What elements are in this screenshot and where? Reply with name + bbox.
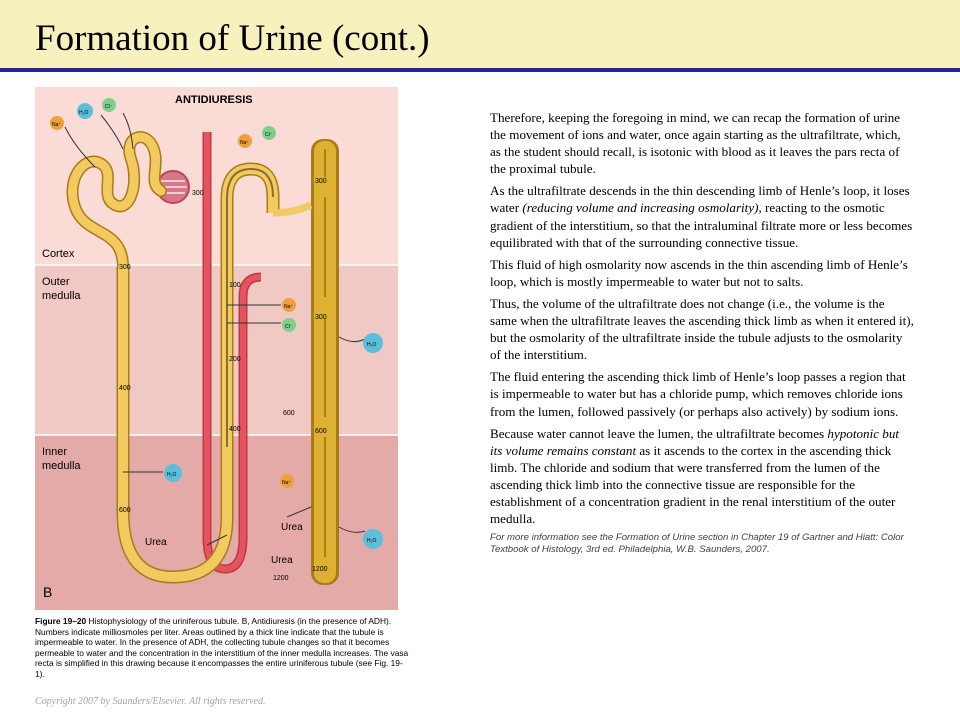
water-label: H₂O [79, 110, 89, 116]
connecting-tubule [272, 201, 313, 217]
osmolarity-label: 600 [119, 507, 131, 514]
paragraph-text: As the ultrafiltrate descends in the thi… [490, 183, 910, 216]
cortex-label: Cortex [42, 248, 75, 260]
thick-limb-border [226, 167, 274, 447]
reabsorption-arrow [100, 114, 124, 150]
proximal-tubule [68, 132, 166, 272]
sodium-ion-icon [280, 474, 294, 488]
water-arrow [338, 336, 366, 343]
reabsorption-arrow [64, 126, 96, 168]
water-molecule-icon [363, 529, 383, 549]
water-molecule-icon [363, 333, 383, 353]
chloride-ion-label: Cl⁻ [285, 324, 293, 330]
outer-medulla-zone [35, 265, 398, 435]
inner-medulla-zone [35, 435, 398, 610]
inner-medulla-label-2: medulla [42, 460, 81, 472]
urea-label: Urea [281, 522, 303, 533]
water-label: H₂O [167, 472, 177, 478]
sodium-ion-icon [238, 134, 252, 148]
osmolarity-label: 1200 [273, 575, 289, 582]
urea-label: Urea [145, 537, 167, 548]
osmolarity-label: 300 [315, 178, 327, 185]
title-bar: Formation of Urine (cont.) [0, 0, 960, 72]
osmolarity-label: 300 [315, 314, 327, 321]
slide-title: Formation of Urine (cont.) [35, 18, 430, 59]
chloride-ion-label: Cl⁻ [265, 132, 273, 138]
paragraph: As the ultrafiltrate descends in the thi… [490, 182, 914, 250]
copyright-notice: Copyright 2007 by Saunders/Elsevier. All… [35, 696, 266, 707]
paragraph: The fluid entering the ascending thick l… [490, 369, 906, 419]
tubule-diagram: ANTIDIURESIS Cortex Outer medulla Inner … [35, 87, 398, 610]
urea-arrow [286, 506, 312, 518]
osmolarity-label: 300 [192, 190, 204, 197]
sodium-ion-label: Na⁺ [284, 304, 293, 310]
water-label: H₂O [367, 538, 377, 544]
paragraph: Thus, the volume of the ultrafiltrate do… [490, 295, 914, 363]
sodium-ion-icon [282, 298, 296, 312]
tubule-diagram-figure: ANTIDIURESIS Cortex Outer medulla Inner … [35, 87, 398, 610]
osmolarity-label: 1200 [312, 566, 328, 573]
water-molecule-icon [164, 464, 182, 482]
reabsorption-arrow [122, 112, 134, 150]
paragraph-emphasis: (reducing volume and increasing osmolari… [522, 200, 762, 216]
water-label: H₂O [367, 342, 377, 348]
osmolarity-label: 600 [315, 428, 327, 435]
urea-label: Urea [271, 555, 293, 566]
water-arrow [338, 526, 366, 533]
chloride-ion-label: Cl⁻ [105, 104, 113, 110]
diagram-heading: ANTIDIURESIS [175, 94, 253, 106]
outer-medulla-label-2: medulla [42, 290, 81, 302]
sodium-ion-icon [50, 116, 64, 130]
osmolarity-label: 400 [229, 426, 241, 433]
paragraph-emphasis: hypotonic but its volume remains constan… [490, 425, 900, 458]
paragraph-text: as it ascends to the cortex in the ascen… [490, 442, 896, 527]
body-text: Therefore, keeping the foregoing in mind… [490, 109, 914, 556]
osmolarity-label: 400 [119, 385, 131, 392]
sodium-ion-label: Na⁺ [240, 140, 249, 146]
urea-arrow [206, 534, 228, 546]
paragraph: Therefore, keeping the foregoing in mind… [490, 110, 901, 177]
osmolarity-label: 600 [283, 410, 295, 417]
loop-of-henle [118, 163, 278, 583]
chloride-ion-icon [262, 126, 276, 140]
sodium-ion-label: Na⁺ [282, 480, 291, 486]
paragraph-text: reacting to the osmotic gradient of the … [490, 200, 913, 250]
chloride-ion-icon [102, 98, 116, 112]
inner-medulla-label-1: Inner [42, 446, 67, 458]
osmolarity-label: 200 [229, 356, 241, 363]
sodium-ion-label: Na⁺ [52, 122, 61, 128]
outer-medulla-label-1: Outer [42, 276, 70, 288]
osmolarity-label: 300 [119, 264, 131, 271]
water-molecule-icon [77, 103, 93, 119]
reference-note: For more information see the Formation o… [490, 532, 904, 556]
figure-caption: Figure 19–20 Histophysiology of the urin… [35, 616, 410, 680]
caption-text: Histophysiology of the uriniferous tubul… [35, 616, 409, 679]
osmolarity-label: 100 [229, 282, 241, 289]
paragraph: This fluid of high osmolarity now ascend… [490, 256, 908, 289]
paragraph-text: Because water cannot leave the lumen, th… [490, 425, 828, 441]
figure-label: Figure 19–20 [35, 616, 87, 626]
chloride-ion-icon [282, 318, 296, 332]
paragraph: Because water cannot leave the lumen, th… [490, 425, 914, 528]
panel-label: B [43, 584, 52, 600]
